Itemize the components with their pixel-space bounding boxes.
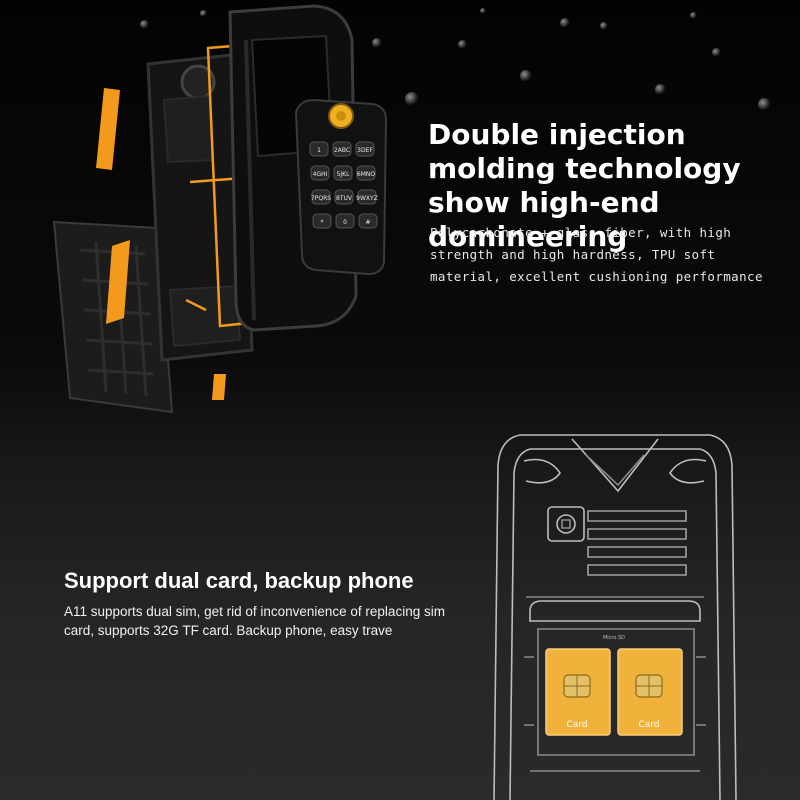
water-droplet xyxy=(200,10,207,17)
keypad-key xyxy=(310,165,330,181)
keypad-key-label: 8TUV xyxy=(336,195,353,202)
keypad-key-label: # xyxy=(365,219,370,226)
phone-wireframe-illustration: Card Card Micro SD xyxy=(493,434,737,800)
phone-outline xyxy=(493,434,737,800)
water-droplet xyxy=(520,70,532,82)
keypad-key xyxy=(332,141,352,157)
keypad-key xyxy=(358,213,378,229)
section-description-molding: Polycarbonate + glass fiber, with high s… xyxy=(430,225,763,284)
keypad: 1 2ABC 3DEF 4GHI 5JKL 6MNO 7PQRS 8TUV 9W… xyxy=(294,98,388,276)
keypad-key-label: * xyxy=(321,219,324,226)
keypad-key-label: 9WXYZ xyxy=(356,195,378,202)
keypad-key xyxy=(355,141,375,157)
sim-chip-icon xyxy=(563,674,591,698)
section-description-dual-card: A11 supports dual sim, get rid of inconv… xyxy=(64,604,445,638)
keypad-key xyxy=(309,141,329,157)
section-title-dual-card: Support dual card, backup phone xyxy=(64,568,414,593)
keypad-key-label: 1 xyxy=(317,147,321,154)
keypad-key xyxy=(357,189,377,205)
water-droplet xyxy=(405,92,419,106)
keypad-key-label: 2ABC xyxy=(334,147,350,154)
keypad-key xyxy=(335,213,355,229)
keypad-key-label: 4GHI xyxy=(313,171,328,178)
water-droplet xyxy=(712,48,721,57)
keypad-key xyxy=(333,165,353,181)
water-droplet xyxy=(600,22,608,30)
keypad-key-label: 3DEF xyxy=(357,147,373,154)
water-droplet xyxy=(758,98,771,111)
water-droplet xyxy=(458,40,467,49)
keypad-key-label: 5JKL xyxy=(337,171,351,178)
sim-slots: Card Card Micro SD xyxy=(545,635,683,736)
tf-card-label: Micro SD xyxy=(603,635,625,641)
keypad-key xyxy=(311,189,331,205)
rubber-seal-strips xyxy=(96,88,226,400)
keypad-key xyxy=(334,189,354,205)
water-droplet xyxy=(372,38,382,48)
keypad-key xyxy=(312,213,332,229)
keypad-key-label: 7PQRS xyxy=(311,195,331,202)
keypad-key-label: 0 xyxy=(343,219,347,226)
section-title-molding: Double injection molding technology show… xyxy=(428,118,741,253)
water-droplet xyxy=(140,20,149,29)
water-droplet xyxy=(690,12,697,19)
exploded-phone-illustration: 1 2ABC 3DEF 4GHI 5JKL 6MNO 7PQRS 8TUV 9W… xyxy=(52,4,388,414)
sim-slot-2-label: Card xyxy=(638,720,659,730)
water-droplet xyxy=(560,18,570,28)
water-droplet xyxy=(480,8,486,14)
water-droplet xyxy=(655,84,666,95)
sim-chip-icon xyxy=(635,674,663,698)
keypad-key xyxy=(356,165,376,181)
keypad-key-label: 6MNO xyxy=(357,171,375,178)
keypad-keys xyxy=(309,141,378,229)
sim-slot-1-label: Card xyxy=(566,720,587,730)
